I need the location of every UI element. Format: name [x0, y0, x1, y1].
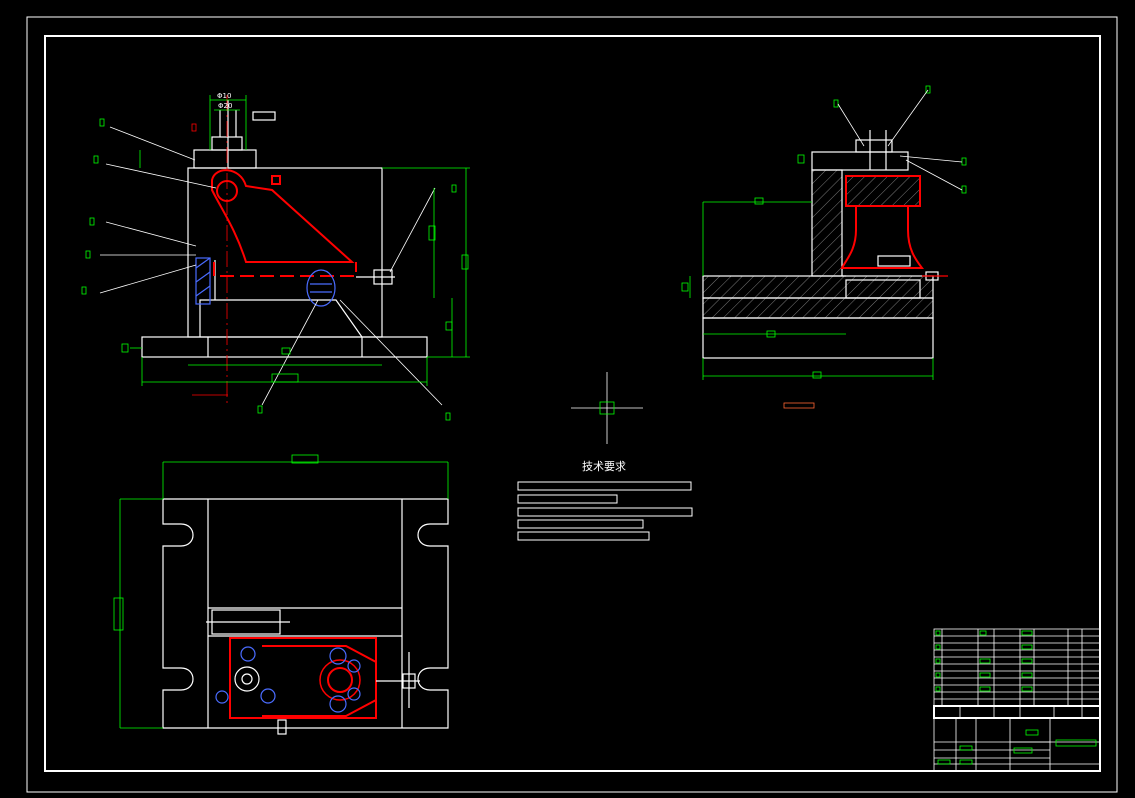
front-dimensions [81, 95, 470, 421]
side-workpiece-section [845, 175, 921, 207]
side-base-section [702, 275, 934, 299]
top-dimensions [113, 454, 449, 729]
side-dimensions [681, 85, 967, 380]
dimension-phi-text: Φ10 [217, 92, 231, 100]
tech-requirement-line-4 [517, 519, 644, 529]
side-upright-section [811, 169, 843, 277]
tech-requirement-line-1 [517, 481, 692, 491]
top-view [113, 454, 449, 735]
parts-list-header [933, 705, 1101, 719]
front-view: Φ10 Φ20 [81, 92, 470, 421]
tech-requirement-line-5 [517, 531, 650, 541]
side-view [681, 85, 967, 409]
dimension-phi20-text: Φ20 [218, 102, 232, 110]
side-leader-lines [837, 89, 963, 191]
front-leader-lines [99, 126, 443, 406]
tech-requirement-line-3 [517, 507, 693, 517]
center-crosshair [571, 372, 643, 444]
tech-requirements: 技术要求 [517, 460, 693, 541]
title-block-frame [933, 628, 1101, 772]
front-support-pin [306, 269, 336, 307]
top-base-outline [162, 498, 449, 729]
tech-requirement-line-2 [517, 494, 618, 504]
tech-requirements-title: 技术要求 [582, 460, 626, 473]
front-body [187, 167, 383, 338]
title-block [933, 628, 1101, 772]
parts-list [934, 629, 1100, 706]
front-lever-section [211, 169, 355, 263]
sheet-outer-border [26, 16, 1118, 793]
sheet-inner-border [44, 35, 1101, 772]
